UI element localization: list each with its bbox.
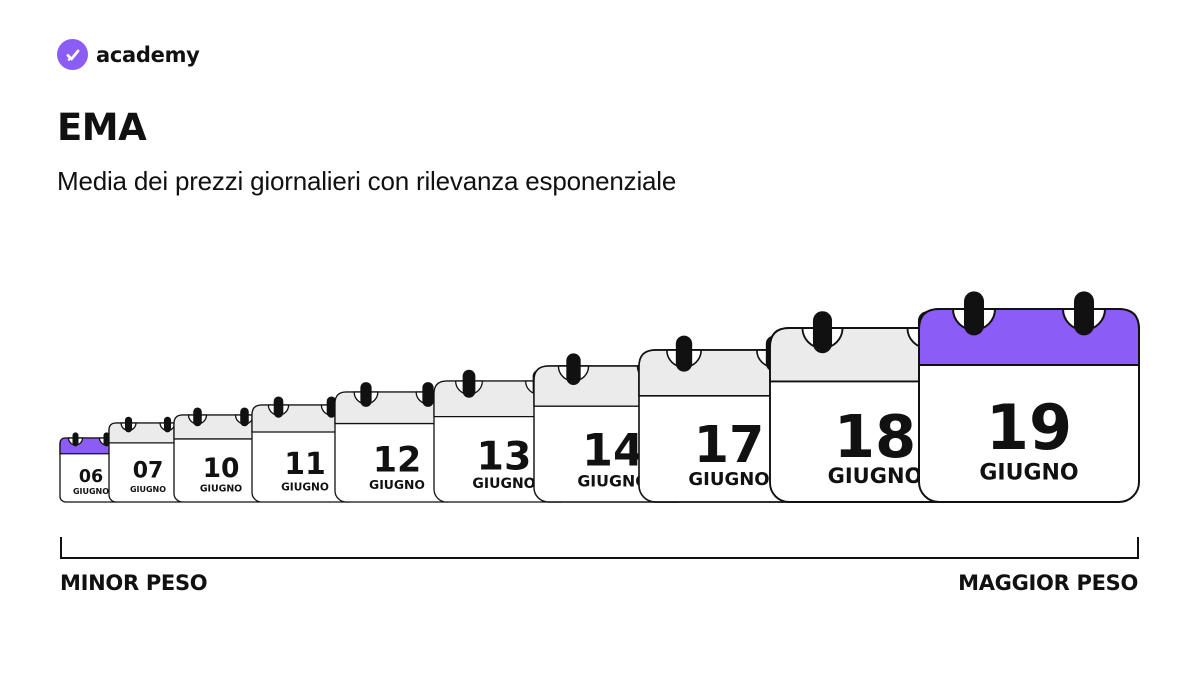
binder-ring-icon: [964, 291, 984, 336]
binder-ring-icon: [1074, 291, 1094, 336]
calendar-day-06: 06: [79, 467, 103, 487]
weight-axis: [60, 557, 1139, 559]
calendar-day-11: 11: [284, 447, 326, 482]
axis-tick-left: [60, 537, 62, 559]
calendar-day-17: 17: [694, 415, 765, 474]
binder-ring-icon: [675, 335, 693, 372]
calendar-month-10: GIUGNO: [200, 483, 242, 494]
binder-ring-icon: [273, 396, 284, 418]
calendar-day-10: 10: [203, 453, 240, 484]
calendar-day-12: 12: [373, 440, 422, 480]
binder-ring-icon: [72, 432, 79, 447]
calendar-month-13: GIUGNO: [472, 476, 535, 492]
binder-ring-icon: [566, 353, 581, 385]
binder-ring-icon: [163, 416, 172, 433]
binder-ring-icon: [124, 416, 133, 433]
brand-name: academy: [96, 42, 200, 67]
calendar-day-18: 18: [834, 402, 916, 471]
calendar-month-14: GIUGNO: [577, 471, 648, 490]
calendar-day-19: 19: [986, 391, 1072, 464]
binder-ring-icon: [422, 382, 434, 407]
axis-label-left: MINOR PESO: [60, 571, 208, 595]
binder-ring-icon: [462, 369, 476, 398]
calendar-day-14: 14: [582, 425, 644, 476]
binder-ring-icon: [240, 407, 249, 427]
binder-ring-icon: [326, 396, 337, 418]
calendar-day-13: 13: [477, 433, 532, 479]
calendar-month-07: GIUGNO: [130, 485, 166, 494]
brand-logo: academy: [57, 39, 200, 70]
binder-ring-icon: [812, 311, 833, 354]
calendar-month-19: GIUGNO: [979, 461, 1078, 486]
page-title: EMA: [57, 106, 147, 149]
axis-tick-right: [1137, 537, 1139, 559]
calendar-month-17: GIUGNO: [688, 469, 769, 490]
axis-label-right: MAGGIOR PESO: [958, 571, 1138, 595]
calendar-month-11: GIUGNO: [281, 481, 329, 493]
binder-ring-icon: [193, 407, 202, 427]
binder-ring-icon: [360, 382, 372, 407]
calendar-day-07: 07: [133, 458, 164, 483]
binder-ring-icon: [103, 432, 110, 447]
calendar-month-18: GIUGNO: [828, 464, 923, 488]
calendar-month-06: GIUGNO: [73, 487, 109, 496]
calendar-month-12: GIUGNO: [369, 477, 425, 492]
page-subtitle: Media dei prezzi giornalieri con rilevan…: [57, 166, 677, 196]
check-badge-icon: [57, 39, 88, 70]
